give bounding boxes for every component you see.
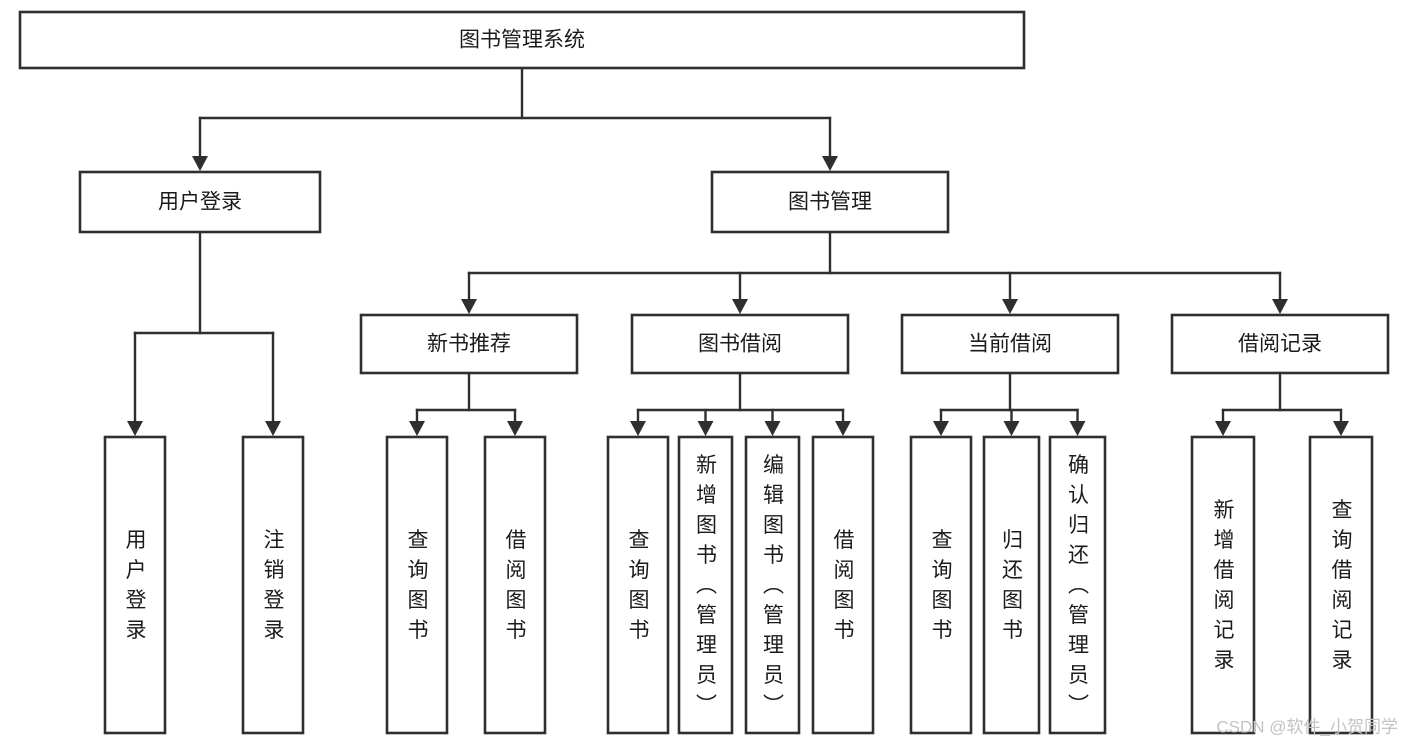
- node-box[interactable]: [483, 435, 547, 735]
- node-box[interactable]: [385, 435, 449, 735]
- node-leaf_5[interactable]: 新增图书︵管理员︶: [677, 435, 734, 735]
- node-box[interactable]: [900, 313, 1120, 375]
- node-l2_2[interactable]: 当前借阅: [900, 313, 1120, 375]
- node-l2_0[interactable]: 新书推荐: [359, 313, 579, 375]
- node-l1_0[interactable]: 用户登录: [78, 170, 322, 234]
- node-label: 用户登录: [158, 191, 242, 214]
- node-layer: 图书管理系统用户登录图书管理新书推荐图书借阅当前借阅借阅记录用户登录注销登录查询…: [18, 10, 1390, 735]
- node-label: 查询图书: [629, 529, 650, 642]
- arrow-head-icon: [822, 156, 838, 171]
- arrow-head-icon: [127, 421, 143, 436]
- node-leaf_4[interactable]: 查询图书: [606, 435, 670, 735]
- arrow-head-icon: [835, 421, 851, 436]
- node-label: 注销登录: [264, 529, 285, 642]
- arrow-head-icon: [1069, 421, 1086, 436]
- node-box[interactable]: [677, 435, 734, 735]
- node-box[interactable]: [982, 435, 1041, 735]
- node-leaf_2[interactable]: 查询图书: [385, 435, 449, 735]
- node-label: 新增图书︵管理员︶: [696, 454, 717, 717]
- node-root[interactable]: 图书管理系统: [18, 10, 1026, 70]
- node-l2_3[interactable]: 借阅记录: [1170, 313, 1390, 375]
- node-label: 新增借阅记录: [1214, 499, 1235, 672]
- node-box[interactable]: [78, 170, 322, 234]
- node-label: 归还图书: [1002, 529, 1023, 642]
- node-label: 新书推荐: [427, 333, 511, 356]
- connector-layer: [127, 66, 1349, 436]
- node-label: 用户登录: [126, 529, 147, 642]
- node-box[interactable]: [710, 170, 950, 234]
- arrow-head-icon: [192, 156, 208, 171]
- node-leaf_8[interactable]: 查询图书: [909, 435, 973, 735]
- arrow-head-icon: [1003, 421, 1020, 436]
- arrow-head-icon: [933, 421, 949, 436]
- arrow-head-icon: [461, 299, 477, 314]
- arrow-head-icon: [1002, 299, 1018, 314]
- arrow-head-icon: [265, 421, 281, 436]
- node-box[interactable]: [241, 435, 305, 735]
- node-box[interactable]: [606, 435, 670, 735]
- node-box[interactable]: [811, 435, 875, 735]
- node-label: 查询借阅记录: [1332, 499, 1353, 672]
- node-l1_1[interactable]: 图书管理: [710, 170, 950, 234]
- node-box[interactable]: [909, 435, 973, 735]
- node-label: 借阅记录: [1238, 333, 1322, 356]
- arrow-head-icon: [1215, 421, 1231, 436]
- node-leaf_6[interactable]: 编辑图书︵管理员︶: [744, 435, 801, 735]
- node-box[interactable]: [744, 435, 801, 735]
- arrow-head-icon: [697, 421, 714, 436]
- node-label: 借阅图书: [506, 529, 527, 642]
- arrow-head-icon: [1333, 421, 1349, 436]
- node-leaf_3[interactable]: 借阅图书: [483, 435, 547, 735]
- node-box[interactable]: [18, 10, 1026, 70]
- node-label: 确认归还︵管理员︶: [1068, 454, 1089, 717]
- node-box[interactable]: [1170, 313, 1390, 375]
- node-box[interactable]: [1308, 435, 1374, 735]
- node-box[interactable]: [1190, 435, 1256, 735]
- node-leaf_11[interactable]: 新增借阅记录: [1190, 435, 1256, 735]
- node-label: 图书管理: [788, 191, 872, 214]
- node-leaf_1[interactable]: 注销登录: [241, 435, 305, 735]
- node-box[interactable]: [630, 313, 850, 375]
- csdn-watermark: CSDN @软件_小贺同学: [1216, 717, 1398, 736]
- arrow-head-icon: [409, 421, 425, 436]
- node-box[interactable]: [359, 313, 579, 375]
- node-leaf_9[interactable]: 归还图书: [982, 435, 1041, 735]
- node-label: 编辑图书︵管理员︶: [763, 454, 784, 717]
- node-l2_1[interactable]: 图书借阅: [630, 313, 850, 375]
- node-leaf_10[interactable]: 确认归还︵管理员︶: [1048, 435, 1107, 735]
- node-leaf_12[interactable]: 查询借阅记录: [1308, 435, 1374, 735]
- node-label: 借阅图书: [834, 529, 855, 642]
- arrow-head-icon: [630, 421, 646, 436]
- node-leaf_7[interactable]: 借阅图书: [811, 435, 875, 735]
- node-label: 图书管理系统: [459, 29, 585, 52]
- arrow-head-icon: [1272, 299, 1288, 314]
- node-label: 图书借阅: [698, 333, 782, 356]
- node-label: 当前借阅: [968, 333, 1052, 356]
- node-leaf_0[interactable]: 用户登录: [103, 435, 167, 735]
- arrow-head-icon: [507, 421, 523, 436]
- node-label: 查询图书: [932, 529, 953, 642]
- arrow-head-icon: [764, 421, 781, 436]
- node-box[interactable]: [1048, 435, 1107, 735]
- node-box[interactable]: [103, 435, 167, 735]
- arrow-head-icon: [732, 299, 748, 314]
- node-label: 查询图书: [408, 529, 429, 642]
